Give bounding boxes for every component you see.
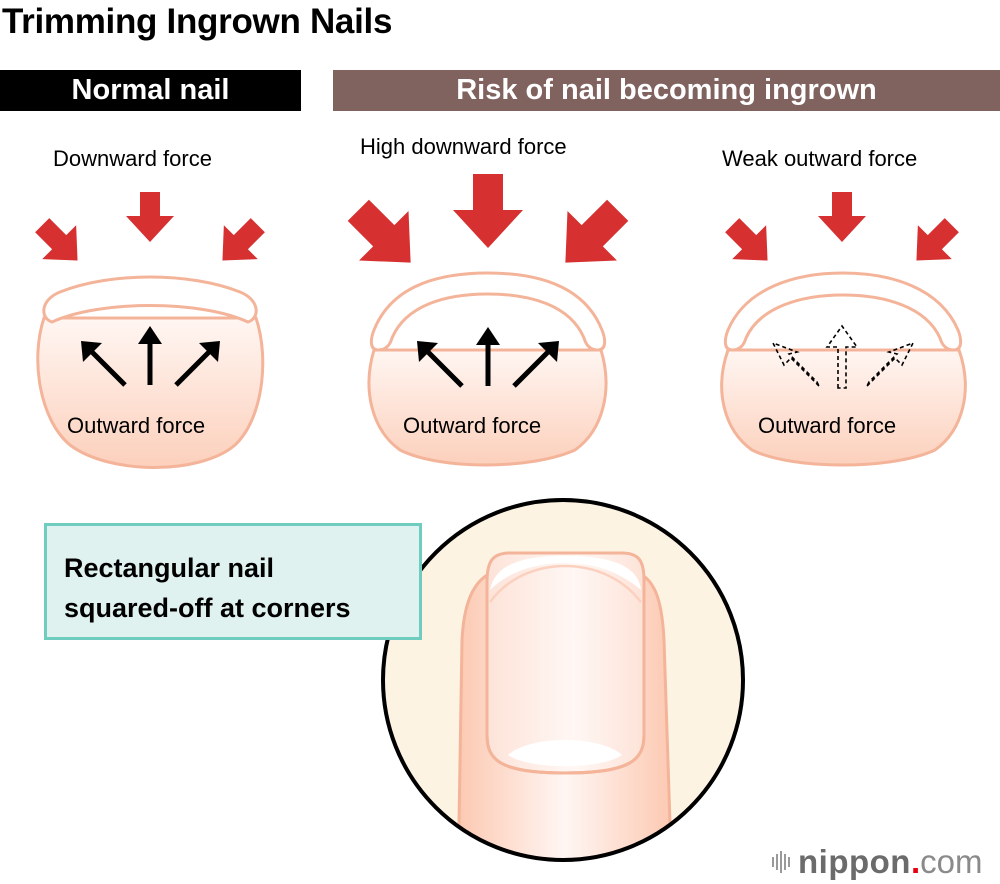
downward-force-arrows <box>715 192 969 278</box>
downward-force-arrows-large <box>333 174 643 288</box>
nail-shape-note-text: Rectangular nail squared-off at corners <box>64 548 351 628</box>
logo-dot: . <box>910 843 921 880</box>
label-outward-force-normal: Outward force <box>67 413 206 438</box>
rectangular-nail <box>485 551 646 775</box>
finger-detail-illustration <box>381 498 745 862</box>
nippon-com-logo: nippon.com <box>772 842 982 882</box>
section-header-normal-nail: Normal nail <box>0 70 301 111</box>
force-arrow-diag-left <box>333 185 436 288</box>
weak-outward-force-arrows <box>771 324 915 389</box>
label-downward-force: Downward force <box>53 146 212 171</box>
logo-suffix: com <box>920 843 983 880</box>
force-arrow-down <box>126 192 174 242</box>
nail-plate <box>42 275 258 324</box>
nail-lunula <box>508 740 622 767</box>
logo-main-text: nippon <box>798 843 911 880</box>
outward-force-arrows <box>81 326 220 387</box>
force-arrow-diag-left <box>715 208 785 278</box>
force-arrow-down <box>818 192 866 242</box>
section-header-normal-nail-label: Normal nail <box>71 74 230 106</box>
outward-force-arrows <box>417 327 559 388</box>
force-arrow-diag-right <box>899 208 969 278</box>
panel-normal-nail <box>25 192 275 469</box>
force-arrow-diag-left <box>25 208 95 278</box>
nail-plate <box>723 271 963 352</box>
section-header-ingrown-risk: Risk of nail becoming ingrown <box>333 70 1000 111</box>
nail-plate <box>369 271 607 352</box>
panel-weak-outward-force <box>715 192 969 467</box>
downward-force-arrows <box>25 192 275 278</box>
nail-shape-note-box: Rectangular nail squared-off at corners <box>44 523 422 640</box>
panel-high-downward-force <box>333 174 643 467</box>
detail-circle-outline <box>381 498 745 862</box>
toe-cross-section <box>720 271 967 467</box>
label-outward-force-weak: Outward force <box>758 413 897 438</box>
force-arrow-down <box>453 174 523 248</box>
nail-free-edge <box>490 556 641 590</box>
force-arrow-diag-right <box>540 185 643 288</box>
logo-soundwave-icon <box>772 851 790 873</box>
label-weak-outward-force: Weak outward force <box>722 146 918 171</box>
label-outward-force-high: Outward force <box>403 413 542 438</box>
force-arrow-diag-right <box>205 208 275 278</box>
note-line-2: squared-off at corners <box>64 593 351 623</box>
section-header-ingrown-risk-label: Risk of nail becoming ingrown <box>456 74 877 106</box>
toe-cross-section <box>367 271 608 467</box>
label-high-downward-force: High downward force <box>360 134 567 159</box>
page-title: Trimming Ingrown Nails <box>2 2 393 41</box>
note-line-1: Rectangular nail <box>64 553 275 583</box>
